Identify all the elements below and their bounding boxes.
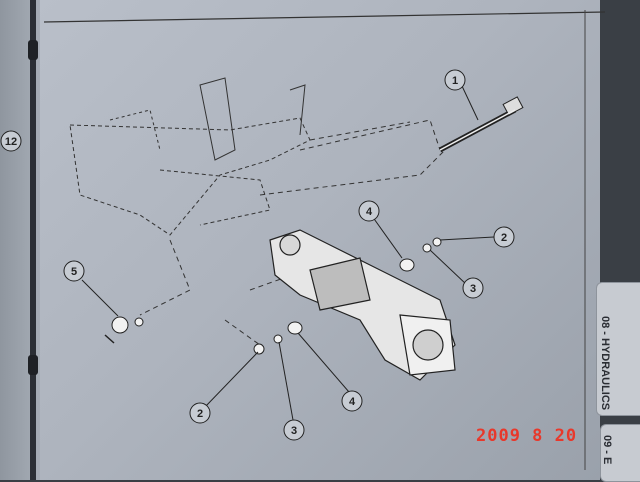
- callout-1: 1: [452, 75, 458, 87]
- callout-3-lower: 3: [291, 425, 297, 437]
- washer-5: [134, 317, 144, 327]
- callout-4-upper: 4: [366, 206, 373, 218]
- binder-ring: [28, 40, 38, 60]
- mounting-frame: [69, 77, 311, 236]
- binder-ring: [28, 355, 38, 375]
- washer-3-lower: [273, 334, 283, 344]
- section-tab-next-label: 09 - E: [601, 435, 613, 465]
- left-page-callout: 12: [5, 136, 17, 148]
- camera-date-stamp: 2009 8 20: [476, 426, 578, 446]
- gearbox-housing: [269, 229, 456, 381]
- callout-4-lower: 4: [349, 396, 356, 408]
- leader-lines: [81, 85, 495, 421]
- section-tab-label: 08 - HYDRAULICS: [599, 316, 611, 411]
- gear-5: [111, 316, 129, 334]
- callout-2-upper: 2: [501, 232, 507, 244]
- callout-3-upper: 3: [470, 283, 476, 295]
- callout-bubbles: 12 1 4 2 3 5 2 3 4: [0, 69, 515, 441]
- washer-2-upper: [432, 237, 442, 247]
- bushing-4-upper: [399, 258, 415, 272]
- bushing-4-lower: [287, 321, 303, 335]
- section-tab-hydraulics[interactable]: 08 - HYDRAULICS: [596, 282, 640, 416]
- drive-shaft: [438, 96, 524, 153]
- callout-2-lower: 2: [197, 408, 203, 420]
- washer-3-upper: [422, 243, 432, 253]
- binder-spine: [30, 0, 36, 480]
- section-tab-next[interactable]: 09 - E: [600, 424, 640, 482]
- callout-5: 5: [71, 266, 77, 278]
- washer-2-lower: [253, 343, 265, 355]
